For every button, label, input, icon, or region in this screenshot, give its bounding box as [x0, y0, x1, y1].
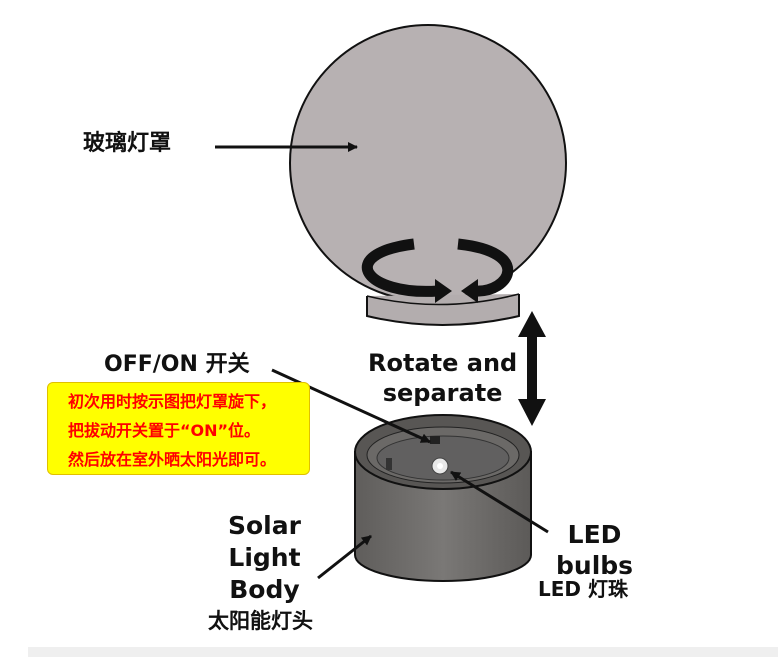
solar-body-label-cn: 太阳能灯头 — [208, 609, 313, 633]
bottom-divider — [28, 647, 778, 657]
double-vertical-arrow-icon — [518, 311, 546, 426]
led-label-line-2: bulbs — [556, 551, 634, 581]
note-line-2: 把拔动开关置于“ON”位。 — [68, 421, 261, 440]
rotate-separate-label: Rotate and separate — [368, 348, 517, 408]
glass-globe — [289, 24, 567, 326]
led-bulbs-label: LED bulbs — [556, 519, 633, 582]
body-label-line-2: Light — [228, 543, 301, 572]
note-line-1: 初次用时按示图把灯罩旋下， — [68, 392, 277, 411]
led-bulb-icon — [431, 457, 449, 475]
glass-shade-label: 玻璃灯罩 — [83, 131, 172, 156]
switch-label: OFF/ON 开关 — [104, 352, 250, 377]
instruction-note: 初次用时按示图把灯罩旋下， 把拔动开关置于“ON”位。 然后放在室外晒太阳光即可… — [47, 382, 310, 475]
note-line-3: 然后放在室外晒太阳光即可。 — [68, 450, 277, 469]
body-label-line-1: Solar — [228, 511, 301, 540]
led-bulbs-label-cn: LED 灯珠 — [538, 577, 628, 601]
rotate-arrows-icon — [361, 238, 514, 303]
solar-light-body — [354, 414, 532, 582]
arrow-led — [450, 470, 549, 534]
arrow-body — [317, 534, 372, 580]
rotate-label-line-2: separate — [382, 379, 503, 407]
body-label-line-3: Body — [229, 575, 300, 604]
led-label-line-1: LED — [567, 520, 622, 549]
rotate-label-line-1: Rotate and — [368, 349, 518, 377]
solar-body-label: Solar Light Body — [228, 510, 301, 606]
